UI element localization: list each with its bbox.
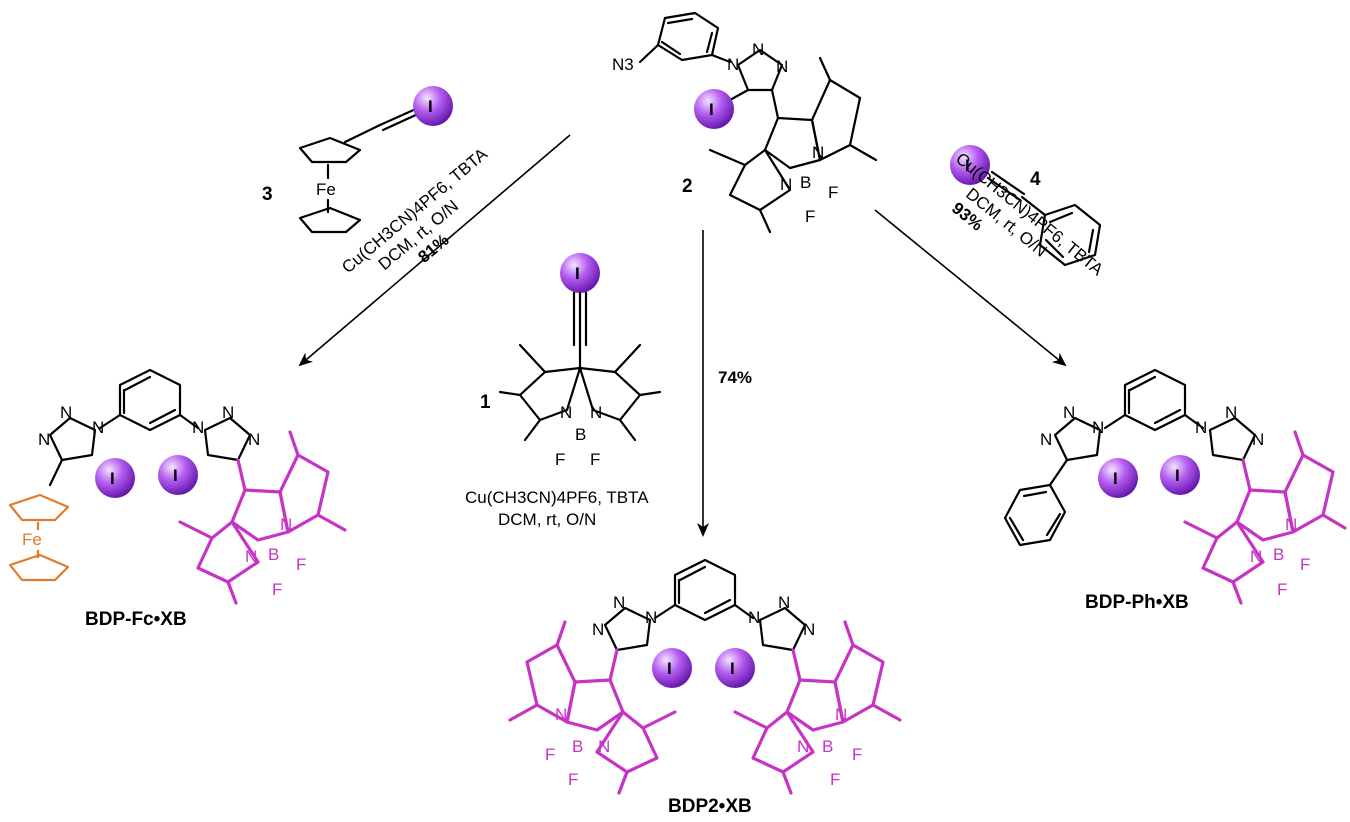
svg-text:N: N — [592, 620, 604, 639]
svg-text:N: N — [748, 608, 760, 627]
svg-text:N: N — [1285, 515, 1297, 534]
svg-text:N: N — [92, 418, 104, 437]
svg-text:1: 1 — [480, 392, 491, 413]
product-label-left: BDP-Fc•XB — [85, 609, 187, 630]
svg-text:F: F — [1277, 580, 1287, 599]
svg-text:N: N — [778, 593, 790, 612]
svg-text:2: 2 — [682, 176, 693, 197]
svg-text:N: N — [613, 593, 625, 612]
svg-text:F: F — [272, 580, 282, 599]
product-bdp2-xb: N N N I N N B F F N N N I N N B F — [508, 558, 902, 817]
svg-text:74%: 74% — [718, 368, 752, 387]
product-label-center: BDP2•XB — [668, 796, 752, 817]
svg-text:N: N — [248, 430, 260, 449]
iodine-ball-icon — [413, 86, 453, 126]
svg-text:N: N — [1040, 430, 1052, 449]
svg-text:Cu(CH3CN)4PF6, TBTA: Cu(CH3CN)4PF6, TBTA — [338, 144, 491, 277]
product-bdp-fc-xb: N N N I Fe N N N I N N B F F BDP-Fc•XB — [8, 368, 347, 630]
iodine-ball-icon — [694, 89, 734, 129]
svg-text:N: N — [776, 57, 788, 76]
svg-text:N: N — [1195, 418, 1207, 437]
svg-text:B: B — [822, 737, 833, 756]
svg-text:B: B — [1273, 545, 1284, 564]
svg-text:F: F — [805, 207, 815, 226]
iodine-ball-icon — [560, 253, 600, 293]
svg-text:N: N — [780, 175, 792, 194]
svg-text:F: F — [545, 745, 555, 764]
svg-text:N: N — [38, 430, 50, 449]
svg-text:N: N — [1063, 403, 1075, 422]
svg-text:N: N — [560, 403, 572, 422]
svg-text:Fe: Fe — [22, 530, 42, 549]
svg-text:I: I — [428, 97, 433, 116]
svg-text:Fe: Fe — [316, 180, 336, 199]
svg-text:B: B — [268, 545, 279, 564]
arrow-right — [874, 209, 1067, 367]
arrow-left — [298, 134, 571, 367]
svg-text:F: F — [1300, 555, 1310, 574]
svg-text:N: N — [590, 403, 602, 422]
iodine-ball-icon — [950, 145, 990, 185]
svg-text:I: I — [709, 100, 714, 119]
svg-text:I: I — [173, 466, 178, 485]
svg-text:N: N — [727, 55, 739, 74]
svg-text:I: I — [730, 659, 735, 678]
conditions-center: Cu(CH3CN)4PF6, TBTA DCM, rt, O/N 74% — [465, 368, 752, 529]
svg-text:B: B — [575, 425, 586, 444]
product-bdp-ph-xb: N N N I N N N I N N B F F BDP-Ph•XB — [1003, 368, 1347, 613]
svg-text:I: I — [1113, 469, 1118, 488]
svg-text:F: F — [568, 770, 578, 789]
svg-text:N: N — [803, 620, 815, 639]
svg-text:4: 4 — [1030, 169, 1041, 190]
iodine-ball-icon — [652, 648, 692, 688]
reagent-3-ferrocene-alkyne: I Fe 3 — [262, 86, 453, 234]
svg-text:N: N — [1092, 418, 1104, 437]
svg-text:N: N — [598, 737, 610, 756]
svg-text:I: I — [110, 469, 115, 488]
svg-text:N: N — [280, 515, 292, 534]
svg-text:I: I — [575, 264, 580, 283]
iodine-ball-icon — [158, 455, 198, 495]
svg-text:N: N — [192, 418, 204, 437]
svg-text:N: N — [245, 547, 257, 566]
product-label-right: BDP-Ph•XB — [1085, 592, 1189, 613]
svg-text:N: N — [60, 403, 72, 422]
svg-text:N: N — [752, 40, 764, 59]
svg-text:I: I — [667, 659, 672, 678]
reagent-1-bodipy-alkyne: I N N B F F 1 — [480, 253, 662, 469]
svg-text:N: N — [645, 608, 657, 627]
svg-text:N: N — [1252, 430, 1264, 449]
svg-text:N: N — [222, 403, 234, 422]
svg-text:N: N — [797, 737, 809, 756]
svg-text:N: N — [1225, 403, 1237, 422]
svg-text:N: N — [835, 705, 847, 724]
svg-text:I: I — [965, 156, 970, 175]
compound-2: N3 N N N I N N B F F 2 — [612, 11, 878, 234]
svg-text:Cu(CH3CN)4PF6, TBTA: Cu(CH3CN)4PF6, TBTA — [465, 488, 649, 507]
svg-text:N: N — [1250, 547, 1262, 566]
iodine-ball-icon — [1160, 455, 1200, 495]
svg-text:N: N — [555, 705, 567, 724]
svg-text:3: 3 — [262, 184, 273, 205]
svg-text:F: F — [296, 555, 306, 574]
svg-text:F: F — [830, 770, 840, 789]
iodine-ball-icon — [1098, 458, 1138, 498]
azide-label: N3 — [612, 55, 634, 74]
svg-text:N: N — [812, 143, 824, 162]
svg-text:F: F — [555, 450, 565, 469]
iodine-ball-icon — [95, 458, 135, 498]
svg-text:F: F — [852, 745, 862, 764]
svg-text:B: B — [800, 173, 811, 192]
iodine-ball-icon — [715, 648, 755, 688]
svg-text:B: B — [572, 737, 583, 756]
conditions-left: Cu(CH3CN)4PF6, TBTA DCM, rt, O/N 81% — [338, 144, 491, 277]
svg-text:DCM, rt, O/N: DCM, rt, O/N — [498, 510, 596, 529]
svg-text:F: F — [590, 450, 600, 469]
svg-text:F: F — [828, 183, 838, 202]
svg-text:I: I — [1175, 466, 1180, 485]
reagent-4-phenyl-alkyne: I 4 — [950, 145, 1102, 267]
